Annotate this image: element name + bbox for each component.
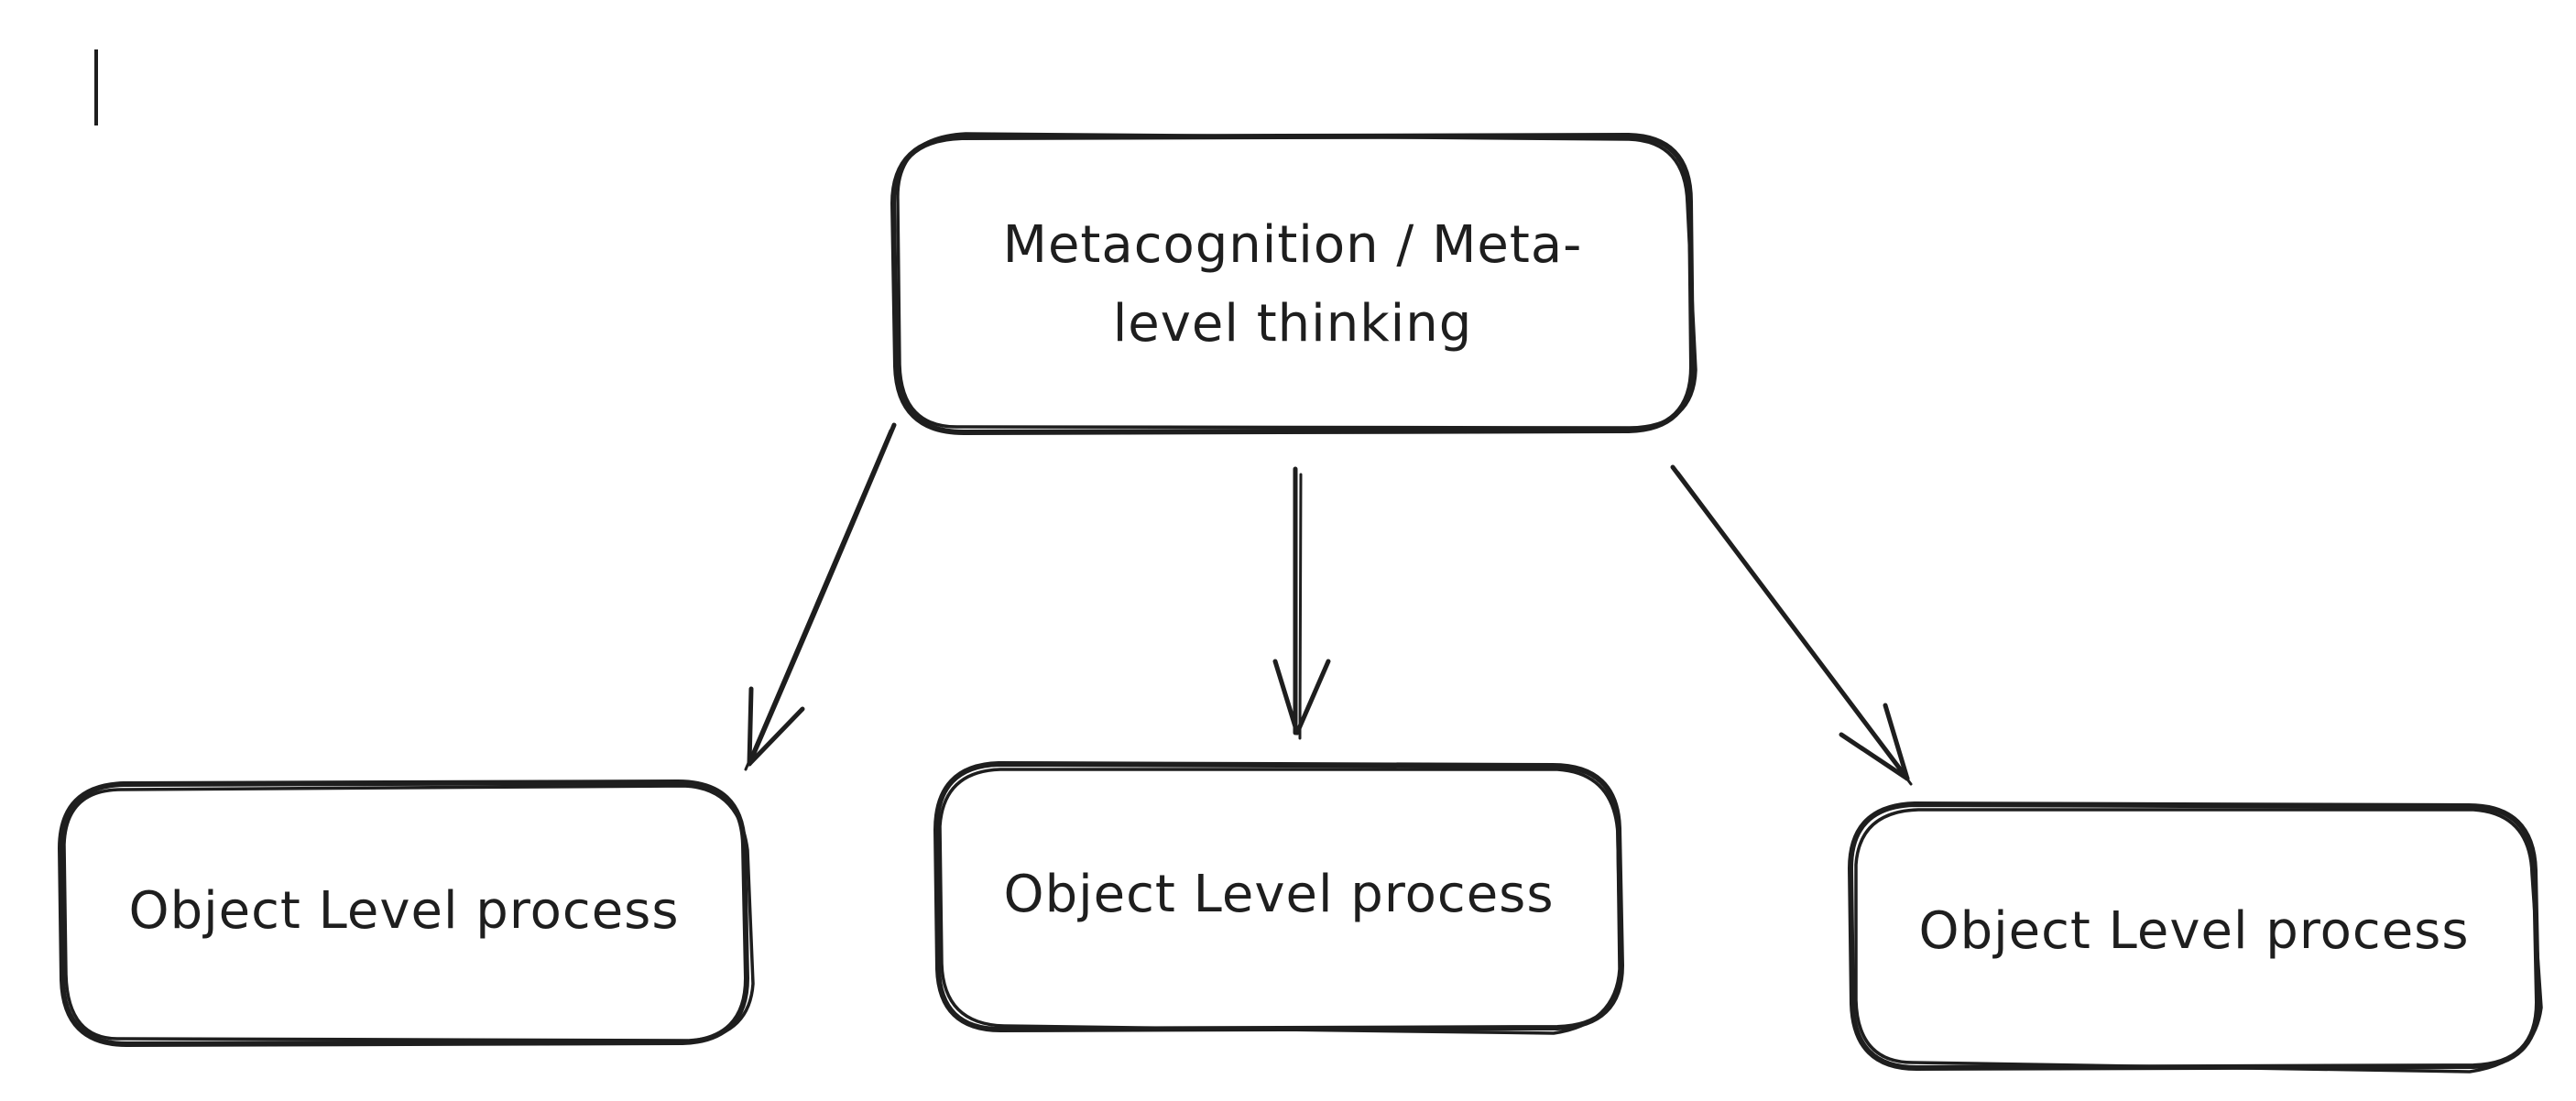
child-node-3-label: Object Level process	[1918, 901, 2470, 961]
edge-root-to-child-2	[1272, 466, 1331, 740]
child-node-2-shape[interactable]	[933, 761, 1624, 1035]
root-node-shape[interactable]	[890, 132, 1697, 435]
root-node-label-line-2: level thinking	[1112, 294, 1473, 354]
child-node-1-shape[interactable]	[58, 779, 755, 1047]
text-cursor	[94, 49, 98, 125]
root-node-label: Metacognition / Meta- level thinking	[893, 206, 1692, 364]
root-node-label-line-1: Metacognition / Meta-	[1002, 215, 1583, 275]
edge-root-to-child-3	[1670, 464, 1913, 786]
child-node-1-label: Object Level process	[128, 881, 680, 941]
child-node-3-shape[interactable]	[1848, 801, 2543, 1074]
child-node-2-label: Object Level process	[1003, 865, 1555, 924]
edge-root-to-child-1	[744, 422, 897, 771]
